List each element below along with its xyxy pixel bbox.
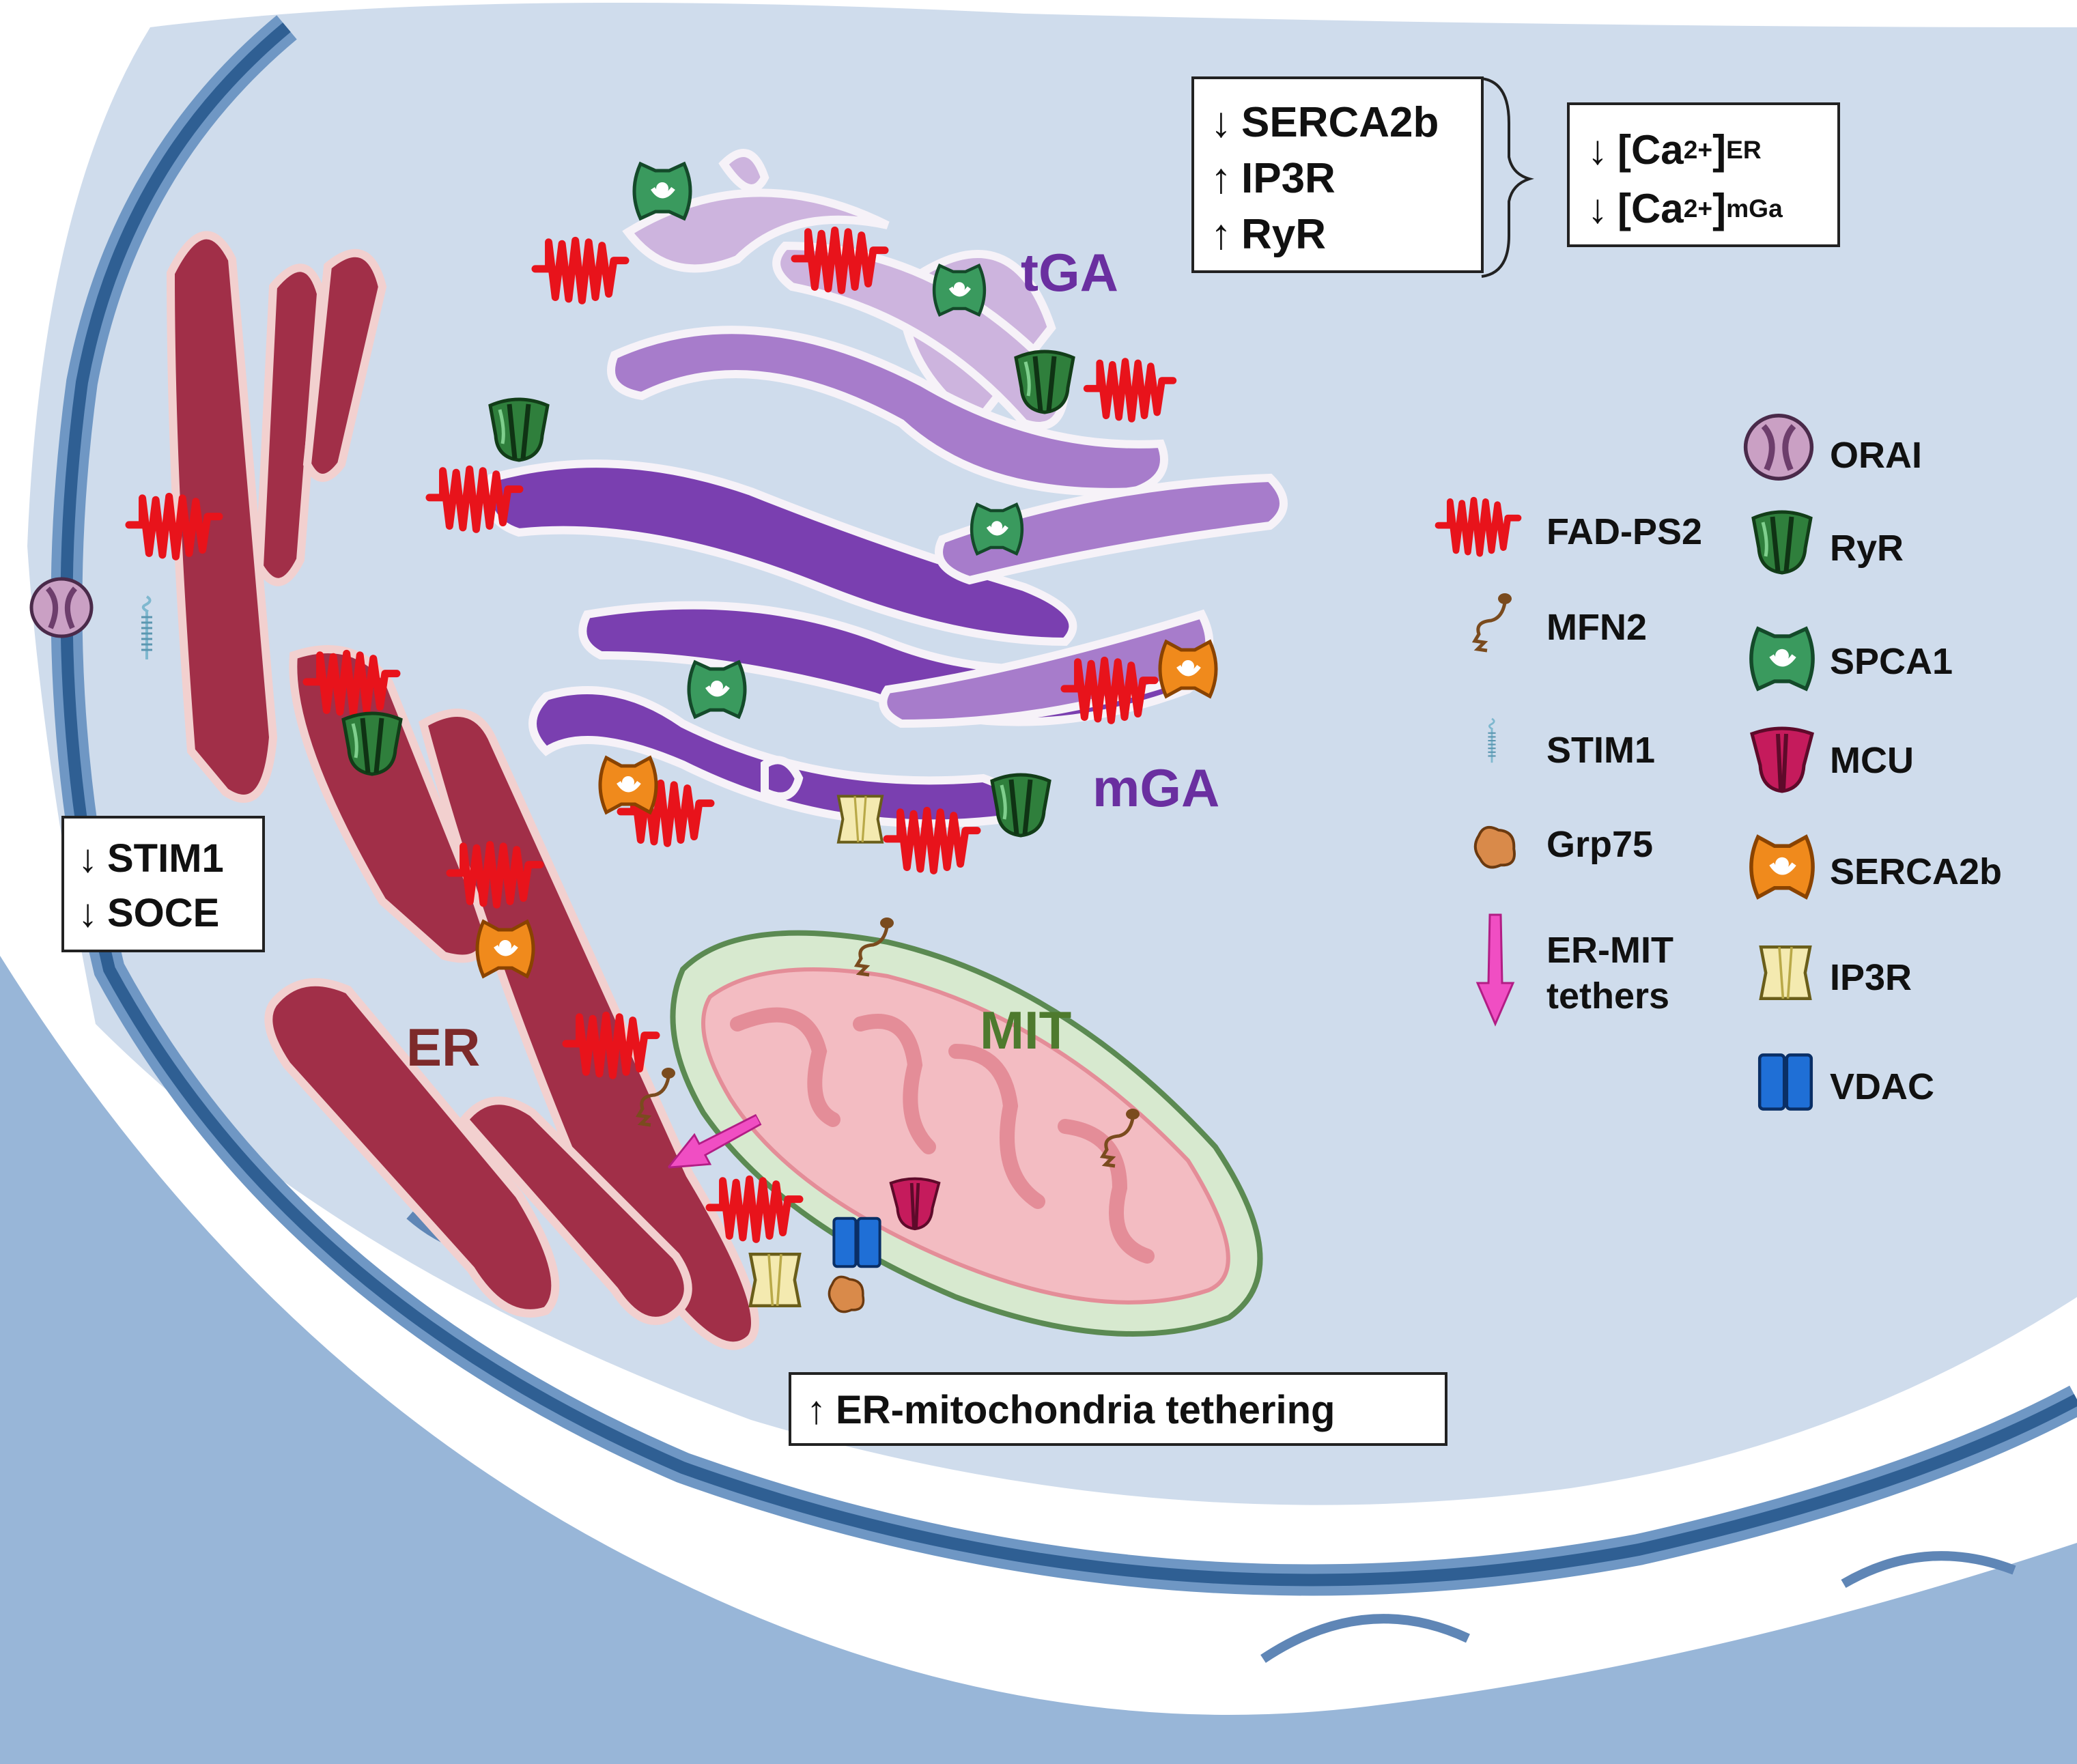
grp75-icon [1473,825,1516,869]
legend-label-ryr: RyR [1830,528,1904,569]
orai-icon [31,579,91,636]
ryr-icon [992,775,1049,836]
ryr-icon [1753,512,1811,573]
legend-label-grp75: Grp75 [1546,824,1654,865]
vdac-icon [832,1217,881,1268]
mit-label: MIT [980,1000,1072,1060]
legend-label-mfn2: MFN2 [1546,607,1647,648]
golgi-change-row: ↑RyR [1211,206,1465,262]
calcium-charge: 2+ [1683,134,1713,164]
legend-label-serca2b: SERCA2b [1830,851,2003,892]
grp75-icon [828,1275,865,1313]
legend-label-er-mit: ER-MIT [1546,930,1673,971]
down-arrow-icon: ↓ [1587,185,1608,231]
calcium-bracket: ] [1712,185,1727,231]
down-arrow-icon: ↓ [1211,98,1232,146]
down-arrow-icon: ↓ [78,836,98,881]
calcium-compartment: mGa [1726,193,1783,223]
cell-bottom-band [0,956,2077,1764]
er-label: ER [406,1017,481,1077]
mga-label: mGA [1092,758,1220,818]
ryr-icon [343,713,401,774]
serca2b-icon [477,922,533,976]
ip3r-icon [750,1254,800,1306]
calcium-bracket: ] [1712,126,1727,173]
tethering-row: ↑ER-mitochondria tethering [806,1382,1430,1438]
spca1-icon [934,266,985,315]
vdac-icon [1760,1055,1811,1109]
spca1-icon [1751,629,1813,689]
up-arrow-icon: ↑ [1211,154,1232,202]
golgi-change-label: RyR [1241,210,1327,258]
calcium-charge: 2+ [1683,193,1713,223]
soce-label: SOCE [107,890,220,935]
legend-label-spca1: SPCA1 [1830,641,1953,682]
golgi-change-row: ↓SERCA2b [1211,94,1465,150]
soce-label: STIM1 [107,836,224,881]
bracket [1481,77,1534,278]
up-arrow-icon: ↑ [1211,210,1232,258]
legend-label-mcu: MCU [1830,740,1914,781]
serca2b-icon [1160,642,1216,696]
up-arrow-icon: ↑ [806,1387,826,1432]
tga-label: tGA [1021,242,1118,302]
mitochondrion [670,930,1263,1337]
soce-box: ↓STIM1 ↓SOCE [61,816,265,952]
golgi-change-label: IP3R [1241,154,1336,202]
calcium-compartment: ER [1726,134,1762,164]
ryr-icon [1016,352,1073,412]
tethering-box: ↑ER-mitochondria tethering [789,1372,1447,1446]
soce-row: ↓STIM1 [78,831,249,885]
legend-label-tethers: tethers [1546,976,1670,1016]
golgi-change-row: ↑IP3R [1211,150,1465,206]
membrane-inner [60,23,2077,1587]
legend-label-vdac: VDAC [1830,1066,1935,1107]
down-arrow-icon: ↓ [1587,126,1608,173]
legend-label-stim1: STIM1 [1546,730,1656,771]
soce-row: ↓SOCE [78,885,249,940]
legend-label-ip3r: IP3R [1830,957,1912,998]
legend-label-orai: ORAI [1830,435,1922,476]
calcium-main: [Ca [1617,126,1684,173]
serca2b-icon [600,758,656,812]
down-arrow-icon: ↓ [78,890,98,935]
tethering-label: ER-mitochondria tethering [836,1387,1336,1432]
calcium-main: [Ca [1617,185,1684,231]
golgi-change-label: SERCA2b [1241,98,1439,146]
spca1-icon [689,662,745,717]
golgi-changes-box: ↓SERCA2b ↑IP3R ↑RyR [1191,76,1484,273]
serca2b-icon [1751,837,1813,897]
orai-icon [1746,416,1812,479]
spca1-icon [634,164,690,218]
ip3r-icon [1761,947,1810,999]
ip3r-icon [838,796,882,842]
ryr-icon [490,399,548,460]
spca1-icon [972,504,1022,554]
legend-label-fad-ps2: FAD-PS2 [1546,511,1703,552]
